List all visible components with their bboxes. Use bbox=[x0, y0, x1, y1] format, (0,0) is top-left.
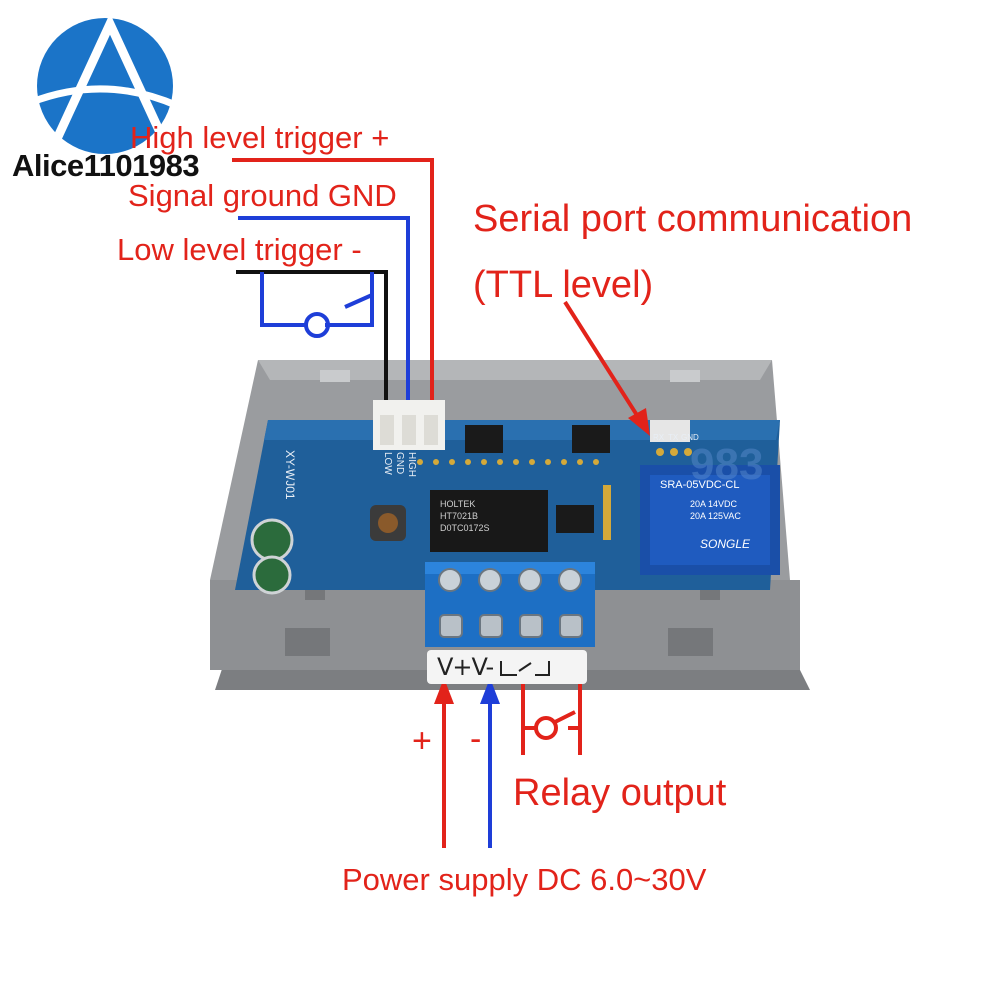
signal-wiring bbox=[232, 158, 434, 400]
serial-port-arrow bbox=[563, 300, 650, 436]
relay-text-3: 20A 125VAC bbox=[690, 511, 741, 521]
high-trigger-wire bbox=[232, 158, 434, 400]
terminal-legend: V+V- bbox=[427, 650, 587, 684]
terminal-legend-text: V+V- bbox=[437, 653, 494, 681]
relay-contact-symbol-icon bbox=[500, 661, 551, 676]
model-label: XY-WJ01 bbox=[283, 450, 297, 500]
chip-text-1: HOLTEK bbox=[440, 499, 476, 509]
low-trigger-label: Low level trigger - bbox=[117, 232, 362, 267]
serial-pin-gnd: GND bbox=[681, 433, 699, 442]
pcb-board bbox=[235, 400, 780, 595]
relay-text-1: SRA-05VDC-CL bbox=[660, 479, 740, 491]
brand-logo-text: Alice1101983 bbox=[12, 148, 200, 183]
pin-label-high: HIGH bbox=[406, 452, 417, 477]
ttl-level-label: (TTL level) bbox=[473, 264, 654, 306]
chip-text-3: D0TC0172S bbox=[440, 523, 490, 533]
switch-contact bbox=[304, 312, 330, 338]
minus-label: - bbox=[470, 720, 482, 758]
switch-loop-wire bbox=[260, 272, 305, 327]
pin-label-gnd: GND bbox=[394, 452, 405, 475]
relay-text-2: 20A 14VDC bbox=[690, 499, 738, 509]
board-watermark: 983 bbox=[690, 440, 764, 489]
low-trigger-wire bbox=[236, 270, 388, 400]
power-supply-arrows bbox=[434, 678, 500, 848]
serial-pin-rx: RX bbox=[653, 433, 665, 442]
high-trigger-label: High level trigger + bbox=[130, 120, 390, 155]
signal-gnd-label: Signal ground GND bbox=[128, 178, 397, 213]
power-supply-label: Power supply DC 6.0~30V bbox=[342, 862, 707, 897]
serial-pin-tx: TX bbox=[668, 433, 679, 442]
relay-text-4: SONGLE bbox=[700, 537, 751, 551]
serial-port-label: Serial port communication bbox=[473, 198, 913, 240]
plus-label: + bbox=[412, 722, 432, 760]
chip-text-2: HT7021B bbox=[440, 511, 479, 521]
relay-output-switch bbox=[521, 680, 582, 755]
brand-logo bbox=[30, 14, 180, 156]
screw-terminal-block bbox=[425, 562, 595, 647]
relay-output-label: Relay output bbox=[513, 772, 727, 814]
pin-label-low: LOW bbox=[382, 452, 393, 475]
signal-gnd-wire bbox=[238, 216, 410, 400]
